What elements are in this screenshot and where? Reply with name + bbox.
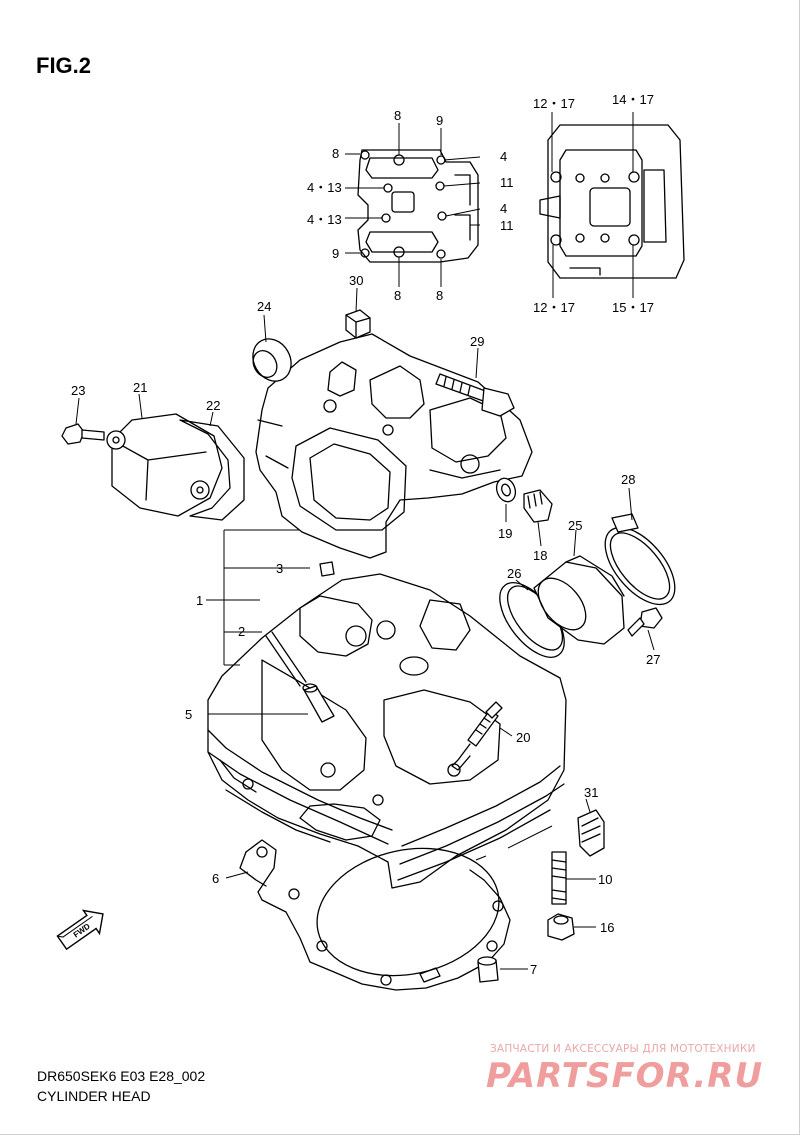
callout-20: 20 — [516, 730, 530, 745]
watermark: ЗАПЧАСТИ И АКСЕССУАРЫ ДЛЯ МОТОТЕХНИКИ PA… — [486, 1043, 763, 1096]
callout-6: 6 — [212, 871, 219, 886]
label-9-left: 9 — [332, 246, 339, 261]
model-code: DR650SEK6 E03 E28_002 — [37, 1068, 205, 1084]
part-25-intake-pipe — [533, 555, 625, 645]
callout-19: 19 — [498, 526, 512, 541]
label-8-bottom-a: 8 — [394, 288, 401, 303]
torque-labels-right: 12・17 14・17 12・17 15・17 — [533, 92, 654, 315]
callout-31: 31 — [584, 785, 598, 800]
part-16-nut — [547, 913, 575, 941]
torque-labels-left: 8 9 8 4 4・13 11 4 4・13 11 9 8 8 — [307, 108, 514, 303]
part-24-seal — [252, 338, 292, 382]
cylinder-head — [207, 573, 567, 889]
diagram-caption: CYLINDER HEAD — [37, 1088, 151, 1104]
part-10-stud — [551, 851, 567, 905]
callout-24: 24 — [257, 299, 271, 314]
callout-22: 22 — [206, 398, 220, 413]
part-19-washer — [495, 477, 517, 503]
part-27-bolt — [627, 607, 663, 637]
part-29-bolt — [435, 373, 515, 417]
label-12-17-top: 12・17 — [533, 96, 575, 111]
part-21-cover — [106, 413, 223, 517]
callout-7: 7 — [530, 962, 537, 977]
label-14-17: 14・17 — [612, 92, 654, 107]
label-4-lower: 4 — [500, 201, 507, 216]
part-30-cap-nut — [345, 309, 371, 339]
head-top-view-left — [357, 149, 479, 263]
part-7-dowel — [477, 956, 499, 983]
callout-29: 29 — [470, 334, 484, 349]
part-2-guide — [265, 631, 307, 687]
callout-1: 1 — [196, 593, 203, 608]
callout-16: 16 — [600, 920, 614, 935]
part-3-dowel — [319, 561, 335, 577]
part-18-plug — [523, 489, 553, 523]
part-20-spark-plug — [451, 701, 503, 771]
callout-25: 25 — [568, 518, 582, 533]
watermark-brand: PARTSFOR.RU — [486, 1056, 763, 1096]
callout-21: 21 — [133, 380, 147, 395]
callout-2: 2 — [238, 624, 245, 639]
head-top-view-right — [539, 124, 685, 279]
part-31-damper — [577, 809, 605, 857]
label-4-13-upper: 4・13 — [307, 180, 342, 195]
label-8-left: 8 — [332, 146, 339, 161]
head-cover — [255, 333, 533, 559]
label-9-top: 9 — [436, 113, 443, 128]
callout-5: 5 — [185, 707, 192, 722]
callout-26: 26 — [507, 566, 521, 581]
watermark-tagline: ЗАПЧАСТИ И АКСЕССУАРЫ ДЛЯ МОТОТЕХНИКИ — [490, 1043, 756, 1055]
part-22-gasket — [179, 419, 245, 521]
callout-3: 3 — [276, 561, 283, 576]
callout-28: 28 — [621, 472, 635, 487]
label-4-upper: 4 — [500, 149, 507, 164]
label-8-bottom-b: 8 — [436, 288, 443, 303]
part-6-cylinder-gasket — [239, 839, 511, 991]
callout-23: 23 — [71, 383, 85, 398]
label-12-17-bottom: 12・17 — [533, 300, 575, 315]
callout-30: 30 — [349, 273, 363, 288]
callout-10: 10 — [598, 872, 612, 887]
fwd-arrow-icon: FWD — [56, 909, 104, 951]
label-11-lower: 11 — [500, 218, 514, 233]
part-23-bolt — [61, 423, 105, 445]
part-5-pipe — [302, 683, 335, 723]
label-15-17: 15・17 — [612, 300, 654, 315]
label-8-top: 8 — [394, 108, 401, 123]
callout-27: 27 — [646, 652, 660, 667]
figure-title: FIG.2 — [36, 53, 91, 78]
label-4-13-lower: 4・13 — [307, 212, 342, 227]
label-11-upper: 11 — [500, 175, 514, 190]
callout-18: 18 — [533, 548, 547, 563]
